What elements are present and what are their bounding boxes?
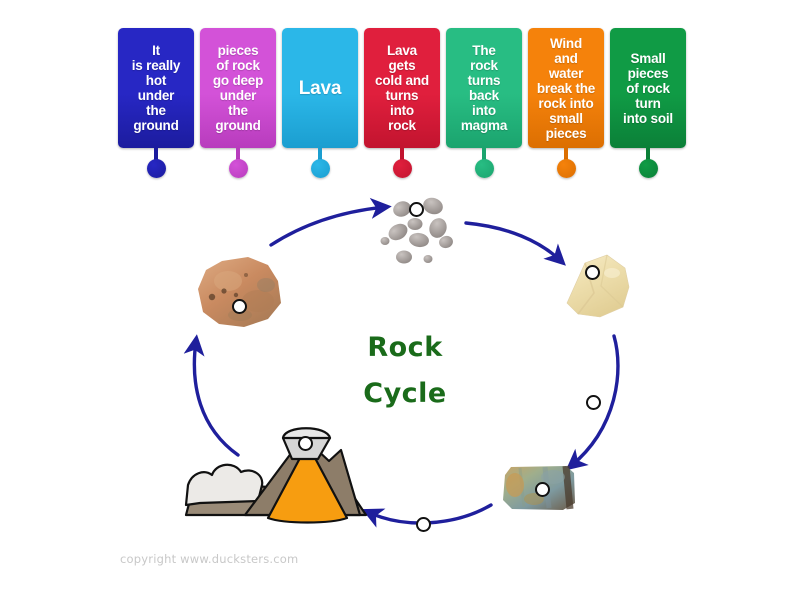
- drop-target-sediment[interactable]: [409, 202, 424, 217]
- label-card-text: The rock turns back into magma: [460, 43, 508, 133]
- card-handle-stem: [646, 148, 650, 165]
- card-drag-handle[interactable]: [638, 159, 658, 178]
- label-card-text: Wind and water break the rock into small…: [536, 35, 596, 141]
- card-slot: Lava gets cold and turns into rock: [364, 28, 440, 178]
- drop-target-igneous-rock[interactable]: [232, 299, 247, 314]
- diagram-title-line-2: Cycle: [363, 378, 447, 409]
- card-handle-stem: [318, 148, 322, 165]
- label-card-hot-under-ground[interactable]: It is really hot under the ground: [118, 28, 194, 148]
- drop-target-right-arrow[interactable]: [586, 395, 601, 410]
- rock-cycle-diagram: Rock Cycle: [0, 185, 800, 580]
- igneous-rock-art: [198, 257, 281, 327]
- card-handle-stem: [236, 148, 240, 165]
- drop-target-volcano[interactable]: [298, 436, 313, 451]
- card-slot: It is really hot under the ground: [118, 28, 194, 178]
- card-drag-handle[interactable]: [228, 159, 248, 178]
- sedimentary-rock-art: [566, 254, 630, 318]
- card-drag-handle[interactable]: [556, 159, 576, 178]
- label-card-text: Small pieces of rock turn into soil: [623, 50, 673, 126]
- label-card-rock-back-magma[interactable]: The rock turns back into magma: [446, 28, 522, 148]
- card-handle-stem: [482, 148, 486, 165]
- label-card-pieces-go-deep[interactable]: pieces of rock go deep under the ground: [200, 28, 276, 148]
- card-drag-handle[interactable]: [310, 159, 330, 178]
- card-drag-handle[interactable]: [392, 159, 412, 178]
- diagram-title-line-1: Rock: [367, 332, 443, 363]
- card-handle-stem: [564, 148, 568, 165]
- card-slot: Lava: [282, 28, 358, 178]
- copyright-notice: copyright www.ducksters.com: [120, 552, 299, 566]
- card-slot: pieces of rock go deep under the ground: [200, 28, 276, 178]
- label-card-text: Lava: [298, 77, 342, 99]
- diagram-title: Rock Cycle: [310, 325, 500, 417]
- label-card-lava[interactable]: Lava: [282, 28, 358, 148]
- label-card-pieces-into-soil[interactable]: Small pieces of rock turn into soil: [610, 28, 686, 148]
- label-card-text: Lava gets cold and turns into rock: [375, 43, 429, 133]
- card-handle-stem: [154, 148, 158, 165]
- label-card-tray: It is really hot under the ground pieces…: [118, 28, 690, 178]
- volcano-art: [184, 427, 368, 524]
- drop-target-metamorphic-rock[interactable]: [535, 482, 550, 497]
- card-slot: Wind and water break the rock into small…: [528, 28, 604, 178]
- label-card-wind-water-break[interactable]: Wind and water break the rock into small…: [528, 28, 604, 148]
- sediment-pebbles-art: [380, 197, 453, 264]
- card-slot: Small pieces of rock turn into soil: [610, 28, 686, 178]
- label-card-lava-cold-rock[interactable]: Lava gets cold and turns into rock: [364, 28, 440, 148]
- drop-target-sedimentary-rock[interactable]: [585, 265, 600, 280]
- card-slot: The rock turns back into magma: [446, 28, 522, 178]
- label-card-text: pieces of rock go deep under the ground: [212, 43, 264, 133]
- drop-target-bottom-arrow[interactable]: [416, 517, 431, 532]
- label-card-text: It is really hot under the ground: [131, 43, 181, 133]
- card-drag-handle[interactable]: [146, 159, 166, 178]
- card-drag-handle[interactable]: [474, 159, 494, 178]
- card-handle-stem: [400, 148, 404, 165]
